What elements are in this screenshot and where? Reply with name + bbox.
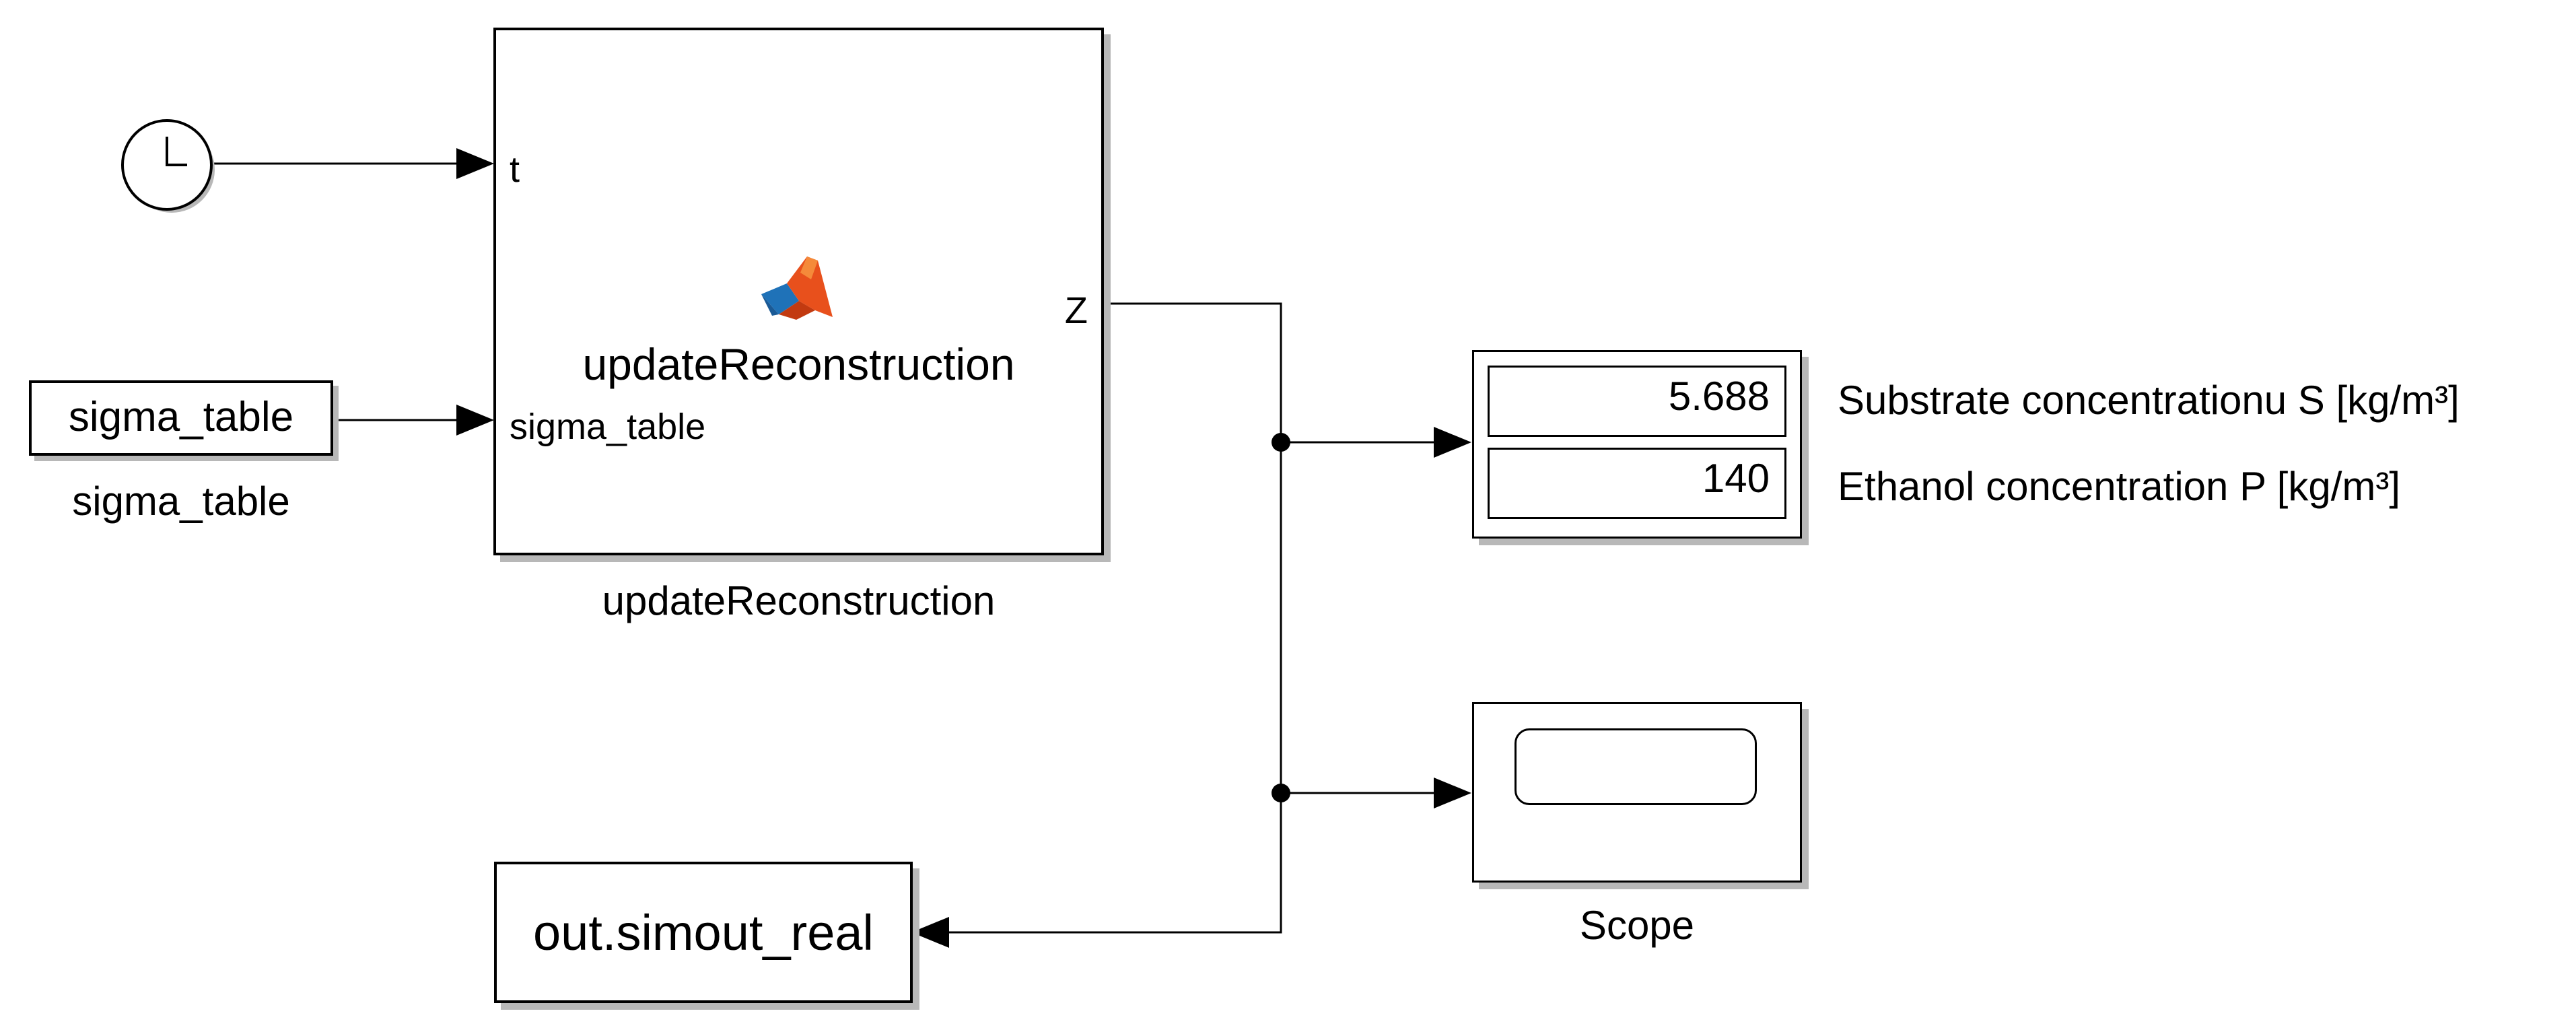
scope-block[interactable] <box>1472 702 1802 883</box>
substrate-label: Substrate concentrationu S [kg/m³] <box>1838 378 2460 423</box>
port-label-z: Z <box>1064 289 1088 331</box>
clock-block[interactable] <box>120 118 215 213</box>
constant-caption: sigma_table <box>72 479 290 524</box>
branch-point-display <box>1272 433 1290 452</box>
ethanol-label: Ethanol concentration P [kg/m³] <box>1838 464 2401 509</box>
update-reconstruction-block[interactable]: updateReconstruction t sigma_table Z <box>493 28 1104 555</box>
z-output-line[interactable] <box>936 302 1282 934</box>
scope-screen-icon <box>1515 728 1757 805</box>
arrow-to-scope <box>1434 778 1471 808</box>
arrow-to-sigma-port <box>456 405 494 436</box>
workspace-variable: out.simout_real <box>533 905 874 961</box>
port-label-sigma-table: sigma_table <box>510 407 706 447</box>
port-label-t: t <box>510 149 520 190</box>
sigma-table-constant-block[interactable]: sigma_table <box>29 380 333 456</box>
scope-caption: Scope <box>1579 903 1695 948</box>
arrow-to-workspace <box>911 917 949 948</box>
ethanol-display-field: 140 <box>1488 448 1786 519</box>
branch-point-scope <box>1272 784 1290 802</box>
substrate-display-field: 5.688 <box>1488 366 1786 437</box>
clock-icon <box>121 119 215 213</box>
to-workspace-block[interactable]: out.simout_real <box>494 862 913 1003</box>
function-block-caption: updateReconstruction <box>602 578 996 623</box>
display-block[interactable]: 5.688 140 <box>1472 350 1802 539</box>
matlab-logo-icon <box>761 256 833 320</box>
arrow-to-display <box>1434 427 1471 458</box>
constant-value: sigma_table <box>68 394 294 440</box>
function-block-title: updateReconstruction <box>582 339 1015 389</box>
arrow-to-t-port <box>456 148 494 179</box>
